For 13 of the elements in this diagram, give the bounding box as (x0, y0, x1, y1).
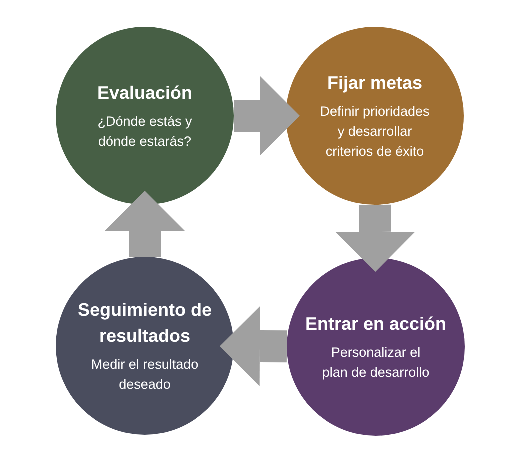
arrow (234, 76, 300, 156)
step-description: Personalizar el plan de desarrollo (321, 344, 431, 382)
step-title: Evaluación (97, 82, 193, 105)
step-description: Definir prioridades y desarrollar criterios de éxito (319, 102, 431, 162)
step-title: Seguimiento de resultados (76, 298, 213, 348)
step-title: Entrar en acción (305, 312, 447, 336)
step-circle (287, 258, 465, 436)
step-description: ¿Dónde estás y dónde estarás? (96, 112, 194, 152)
step-circle (56, 257, 234, 435)
step-title: Fijar metas (327, 72, 423, 95)
step-circle (286, 27, 464, 205)
step-description: Medir el resultado deseado (90, 356, 200, 394)
step-circle (56, 27, 234, 205)
